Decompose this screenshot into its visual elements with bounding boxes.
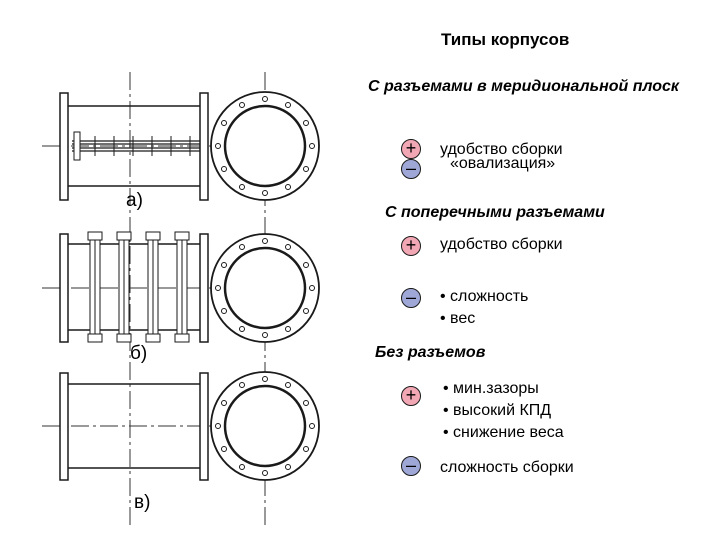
flange-a-end-view (210, 91, 320, 201)
plus-icon: + (401, 386, 421, 406)
con-item: «овализация» (450, 155, 556, 172)
variant-heading-b: С поперечными разъемами (385, 204, 605, 221)
transverse-joint (87, 231, 103, 343)
housing-v-side-view (42, 372, 230, 481)
variant-label-b: б) (130, 343, 148, 364)
end-bolt (73, 131, 81, 161)
pro-item: удобство сборки (440, 236, 563, 253)
pro-item: • мин.зазоры (443, 380, 539, 397)
flange-b-end-view (210, 233, 320, 343)
inner-bore (223, 104, 307, 188)
page-title: Типы корпусов (441, 30, 570, 49)
right-flange (199, 233, 209, 343)
housing-b-side-view (42, 231, 230, 343)
transverse-joint (116, 231, 132, 343)
plus-icon: + (401, 236, 421, 256)
variant-heading-a: С разъемами в меридиональной плоск (368, 78, 680, 95)
pro-item: • высокий КПД (443, 402, 552, 419)
left-flange (59, 372, 69, 481)
split-bolts (94, 136, 191, 156)
con-item: • вес (440, 310, 476, 327)
variant-label-v: в) (134, 492, 151, 513)
transverse-joint (174, 231, 190, 343)
bolt-holes (215, 96, 315, 196)
inner-bore (223, 246, 307, 330)
left-flange (59, 92, 69, 201)
inner-bore (223, 384, 307, 468)
plus-icon: + (401, 139, 421, 159)
minus-icon: – (401, 159, 421, 179)
bolt-holes (215, 238, 315, 338)
minus-icon: – (401, 456, 421, 476)
pro-item: • снижение веса (443, 424, 564, 441)
pro-item: удобство сборки (440, 141, 563, 158)
left-flange (59, 233, 69, 343)
minus-icon: – (401, 288, 421, 308)
con-item: • сложность (440, 288, 529, 305)
variant-heading-v: Без разъемов (375, 344, 486, 361)
transverse-joint (145, 231, 161, 343)
right-flange (199, 372, 209, 481)
variant-label-a: а) (126, 190, 143, 211)
flange-v-end-view (210, 371, 320, 481)
right-flange (199, 92, 209, 201)
housing-a-side-view (42, 92, 230, 201)
bolt-holes (215, 376, 315, 476)
con-item: сложность сборки (440, 459, 574, 476)
